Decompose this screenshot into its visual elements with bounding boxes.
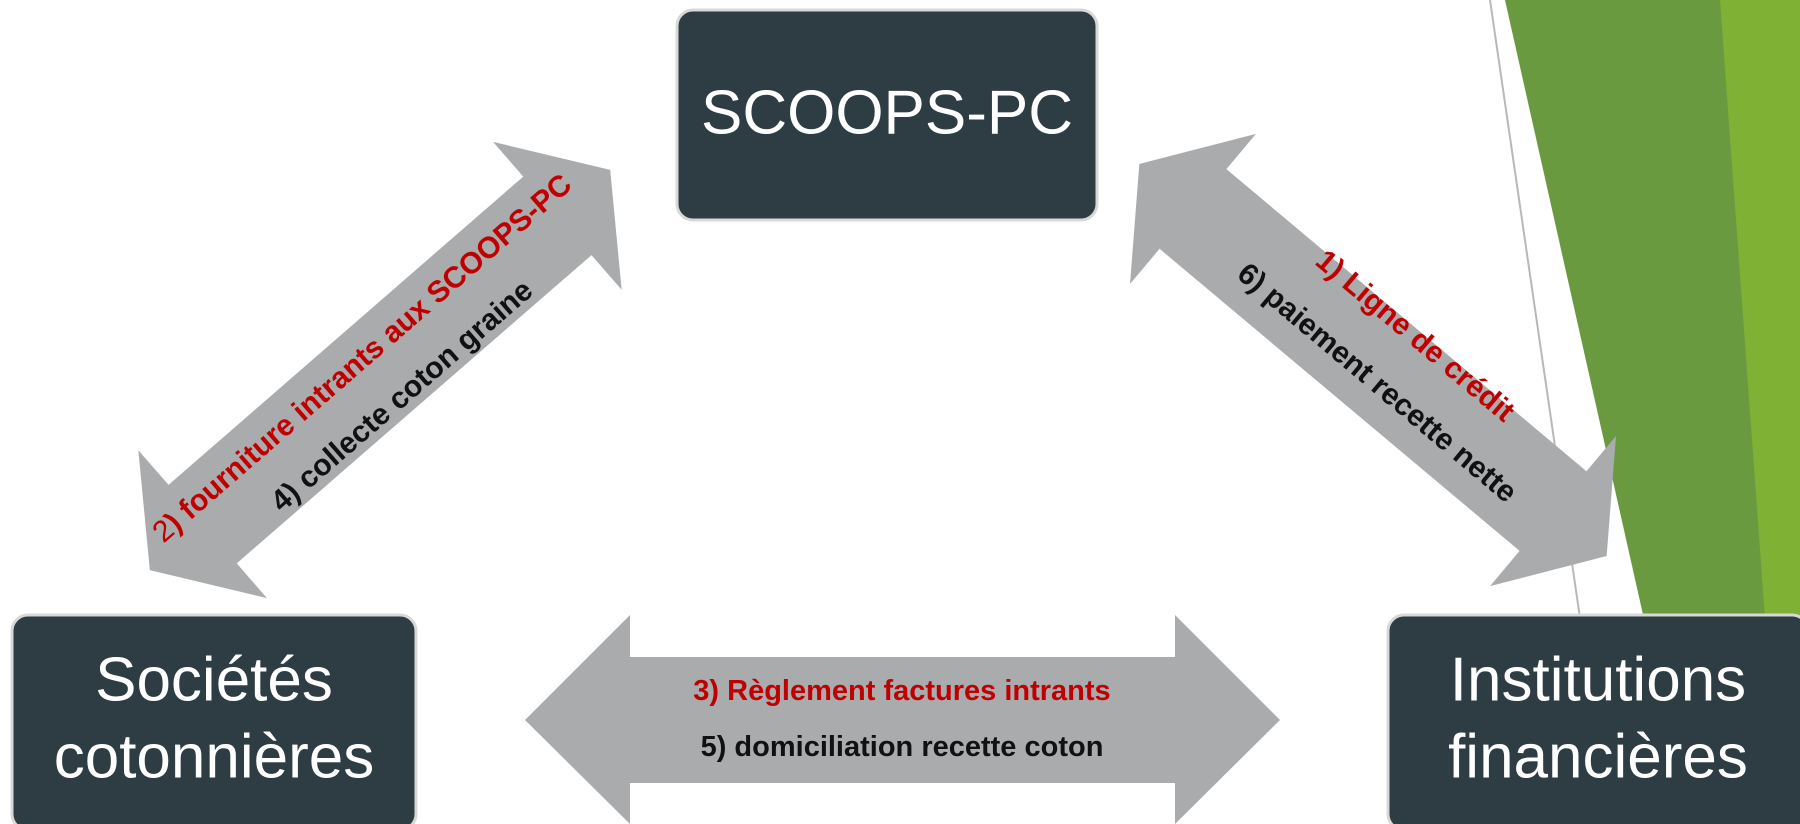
node-institutions-line2: financières (1448, 723, 1748, 792)
node-societes-line1: Sociétés (95, 646, 333, 715)
label-step2-text: ) fourniture intrants aux SCOOPS-PC (159, 167, 578, 537)
node-scoops-box (675, 8, 1099, 222)
node-societes-line2: cotonnières (54, 723, 375, 792)
arrow-left-diagonal (138, 141, 622, 599)
node-institutions: Institutions financières (1386, 613, 1800, 824)
node-societes: Sociétés cotonnières (10, 613, 418, 824)
arrow-right-diagonal (1129, 133, 1617, 587)
node-institutions-line1: Institutions (1450, 646, 1746, 715)
node-societes-box (10, 613, 418, 824)
label-step2: 2) fourniture intrants aux SCOOPS-PC (146, 167, 578, 548)
label-step3: 3) Règlement factures intrants (693, 675, 1110, 707)
label-step5: 5) domiciliation recette coton (701, 731, 1104, 763)
node-scoops: SCOOPS-PC (675, 8, 1099, 222)
node-institutions-box (1386, 613, 1800, 824)
arrow-bottom-horizontal (525, 615, 1280, 824)
node-scoops-label: SCOOPS-PC (701, 79, 1073, 148)
